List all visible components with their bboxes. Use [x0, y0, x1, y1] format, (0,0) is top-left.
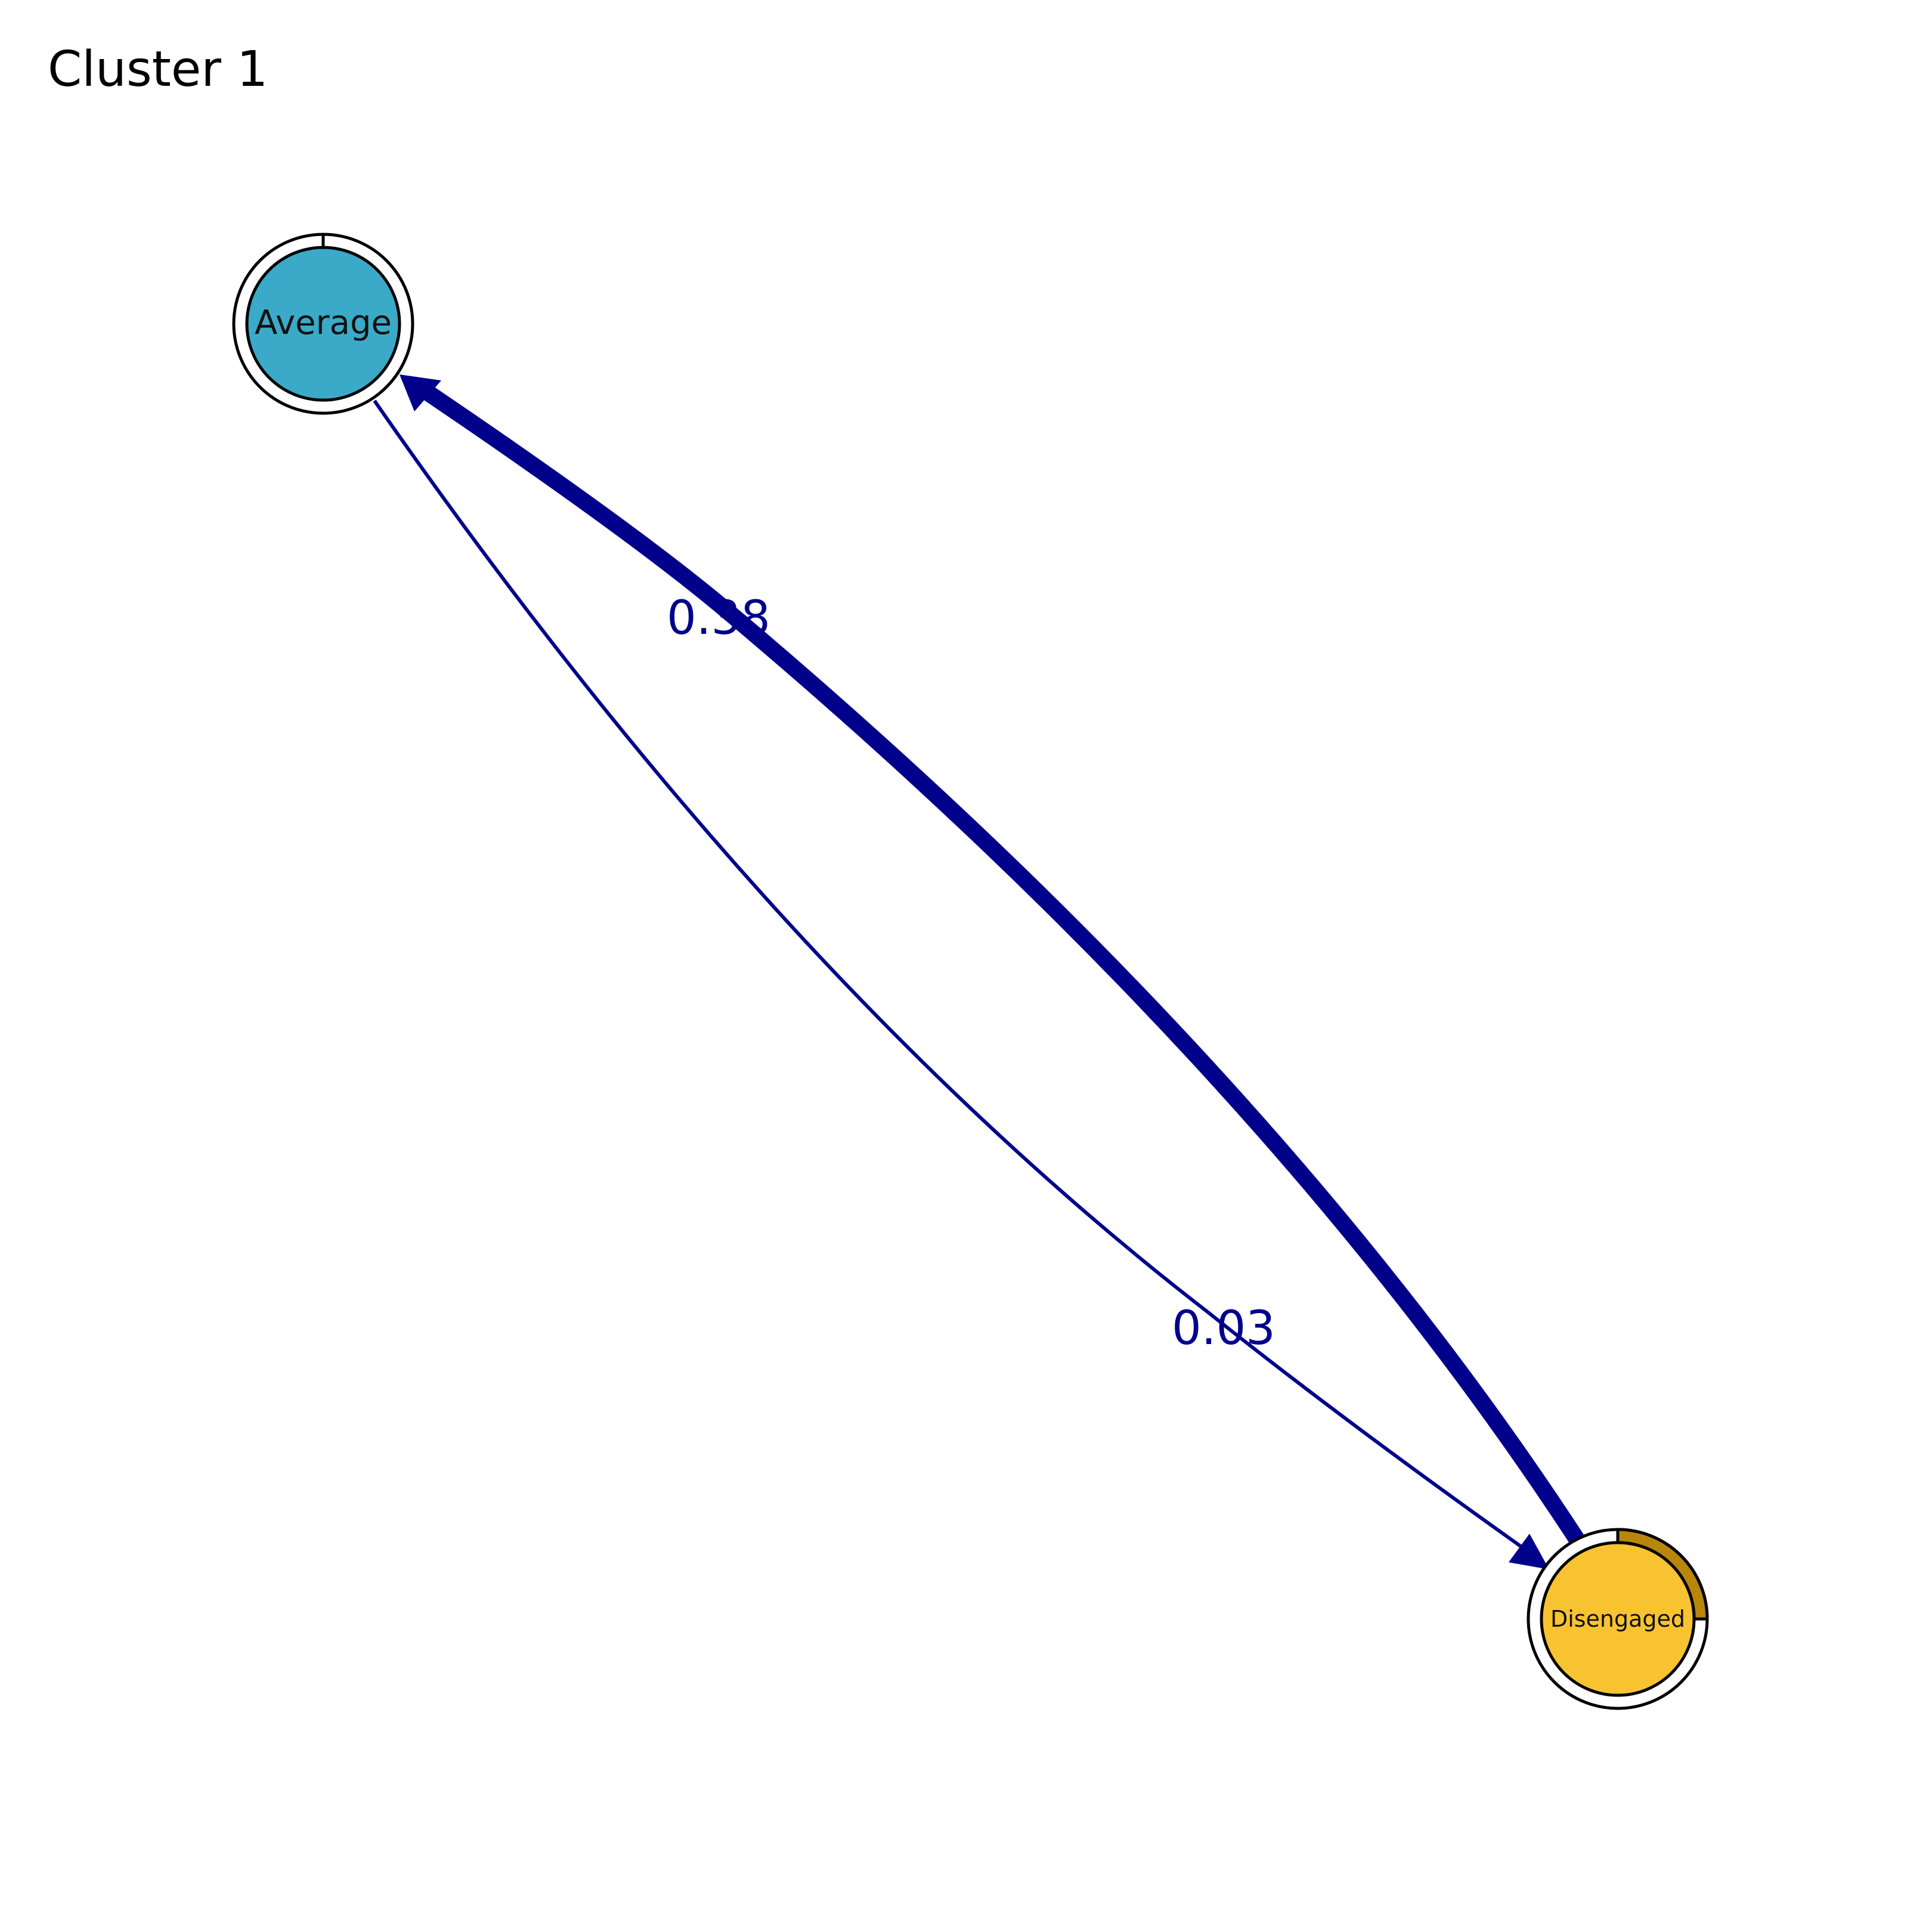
arrowhead-average: [400, 374, 441, 411]
edge-line-average-to-disengaged-tail: [1206, 1310, 1528, 1552]
edge-line-disengaged-to-average-tail: [416, 380, 733, 618]
node-disengaged-circle: [1540, 1541, 1696, 1697]
edge-label-disengaged-to-average: 0.38: [667, 592, 770, 645]
arrowhead-disengaged: [1509, 1534, 1549, 1569]
node-average-circle: [245, 246, 401, 402]
diagram-title: Cluster 1: [48, 41, 268, 98]
edge-disengaged-to-average: 0.38: [400, 374, 1587, 1549]
node-disengaged: Disengaged: [1527, 1528, 1709, 1710]
node-average-label: Average: [255, 304, 392, 342]
edge-line-disengaged-to-average: [722, 605, 1587, 1549]
edge-average-to-disengaged: 0.03: [373, 400, 1549, 1569]
node-disengaged-label: Disengaged: [1550, 1606, 1685, 1632]
edge-line-average-to-disengaged: [373, 400, 1209, 1314]
edge-label-average-to-disengaged: 0.03: [1172, 1302, 1275, 1355]
node-average: Average: [232, 233, 414, 415]
